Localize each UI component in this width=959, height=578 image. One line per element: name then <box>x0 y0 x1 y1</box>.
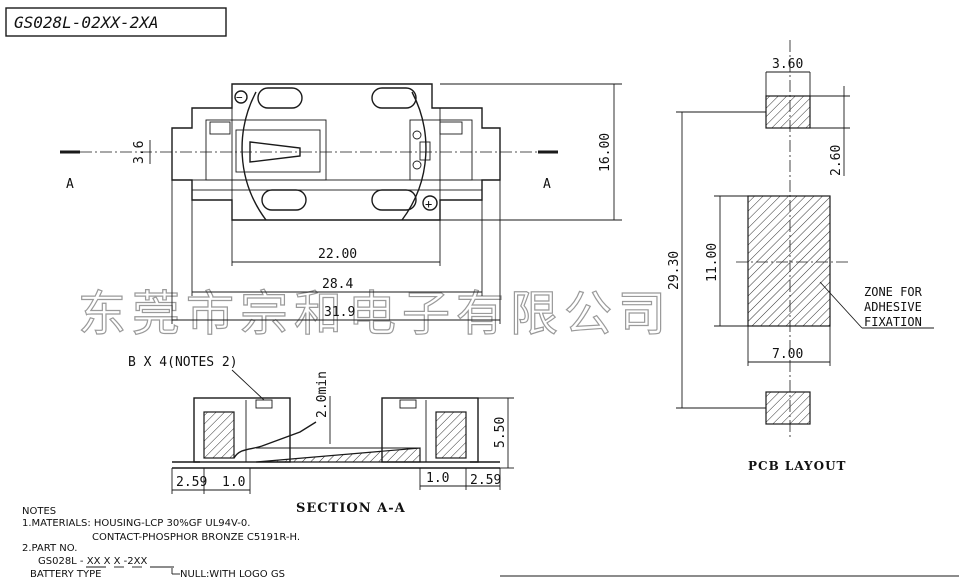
dim-right-a: 1.0 <box>426 471 449 486</box>
part-title: GS028L-02XX-2XA <box>14 13 159 32</box>
top-slot-right <box>371 87 417 109</box>
dim-zone-height: 11.00 <box>705 243 720 282</box>
watermark-text: 东莞市宗和电子有限公司 <box>78 286 672 342</box>
dim-width-total: 31.9 <box>324 305 355 320</box>
left-contact <box>205 119 327 181</box>
top-slot-left <box>257 87 303 109</box>
zone-label-1: ZONE FOR <box>864 285 923 299</box>
dim-left-a: 2.59 <box>176 475 207 490</box>
notes-heading: NOTES <box>22 506 56 517</box>
dim-pad-width: 3.60 <box>772 57 803 72</box>
section-title: SECTION A-A <box>296 501 406 516</box>
pcb-title: PCB LAYOUT <box>748 459 846 473</box>
dim-min: 2.0min <box>315 371 330 418</box>
notes-line-1: 1.MATERIALS: HOUSING-LCP 30%GF UL94V-0. <box>22 518 250 529</box>
dim-left-b: 1.0 <box>222 475 245 490</box>
dim-total-height: 29.30 <box>667 251 682 290</box>
section-housing-right <box>381 397 479 463</box>
zone-label-2: ADHESIVE <box>864 300 922 314</box>
section-marker-left: A <box>66 177 74 192</box>
notes-line-2: CONTACT-PHOSPHOR BRONZE C5191R-H. <box>92 532 300 543</box>
dim-width-mid: 28.4 <box>322 277 353 292</box>
section-housing-left <box>193 397 291 463</box>
notes-line-3: 2.PART NO. <box>22 543 77 554</box>
right-contact <box>409 119 473 181</box>
section-view: B X 4(NOTES 2) 2.0min 5.50 2.59 1.0 <box>128 355 514 516</box>
dim-zone-width: 7.00 <box>772 347 803 362</box>
notes-line-4: GS028L - XX X X -2XX <box>38 556 147 567</box>
callout-label: B X 4(NOTES 2) <box>128 355 238 370</box>
pcb-layout: 3.60 2.60 29.30 11.00 7.00 ZONE FOR ADHE… <box>667 40 934 473</box>
dim-height-small: 3.6 <box>132 141 147 164</box>
dim-pad-height: 2.60 <box>829 145 844 176</box>
dim-width-inner: 22.00 <box>318 247 357 262</box>
bottom-slot-left <box>261 189 307 211</box>
top-view: A A − + 3.6 <box>60 83 622 324</box>
section-marker-right: A <box>543 177 551 192</box>
adhesive-zone <box>747 195 831 327</box>
pad-top <box>765 95 811 129</box>
dim-height-total: 16.00 <box>598 133 613 172</box>
bottom-slot-right <box>371 189 417 211</box>
pad-bottom <box>765 391 811 425</box>
notes-block: NOTES 1.MATERIALS: HOUSING-LCP 30%GF UL9… <box>22 506 959 578</box>
plus-symbol: + <box>425 197 432 211</box>
zone-label-3: FIXATION <box>864 315 922 329</box>
notes-line-5: BATTERY TYPE <box>30 569 101 578</box>
dim-right-b: 2.59 <box>470 473 501 488</box>
title-block: GS028L-02XX-2XA <box>5 7 227 37</box>
dim-section-height: 5.50 <box>493 417 508 448</box>
notes-line-6: NULL:WITH LOGO GS <box>180 569 285 578</box>
minus-symbol: − <box>236 91 243 104</box>
